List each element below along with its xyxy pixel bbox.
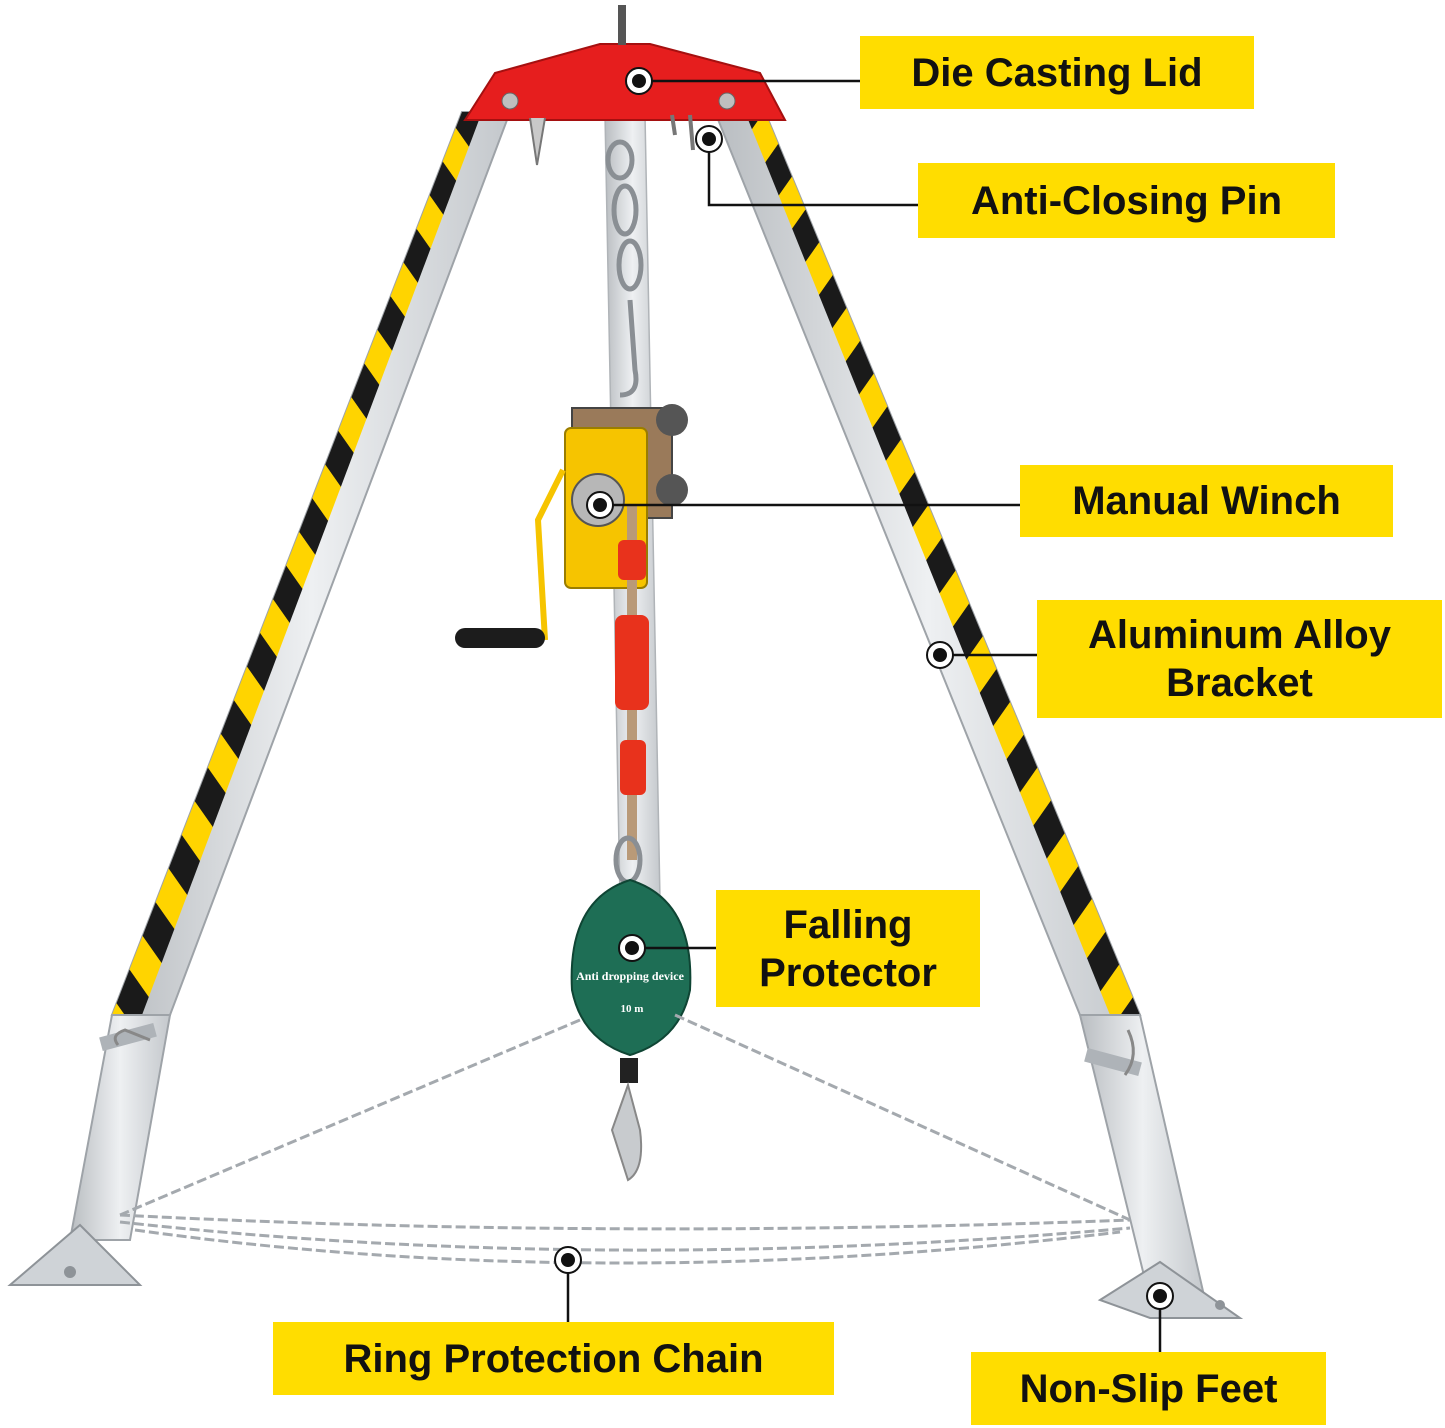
- dot-lid: [625, 67, 653, 95]
- dot-bracket: [926, 641, 954, 669]
- label-manual-winch: Manual Winch: [1020, 465, 1393, 537]
- protector-device-name: Anti dropping device: [576, 969, 684, 983]
- protector-device-length: 10 m: [621, 1003, 644, 1015]
- dot-protector: [618, 934, 646, 962]
- right-leg-clamp: [1084, 1029, 1142, 1077]
- lanyard-strap: [613, 505, 649, 885]
- label-aluminum-alloy-bracket: Aluminum Alloy Bracket: [1037, 600, 1442, 718]
- label-ring-protection-chain-text: Ring Protection Chain: [343, 1336, 764, 1381]
- label-aluminum-alloy-bracket-line2: Bracket: [1166, 661, 1313, 705]
- leader-pin: [707, 139, 918, 207]
- left-leg-clamp: [99, 1022, 157, 1052]
- lid-pins: [529, 114, 695, 166]
- upper-chain-hook: [605, 139, 644, 398]
- dot-feet: [1146, 1282, 1174, 1310]
- ring-protection-chain: [119, 1013, 1131, 1265]
- label-non-slip-feet: Non-Slip Feet: [971, 1352, 1326, 1425]
- die-casting-lid: [463, 5, 787, 121]
- label-anti-closing-pin: Anti-Closing Pin: [918, 163, 1335, 238]
- left-foot: [7, 1223, 143, 1286]
- dot-winch: [586, 491, 614, 519]
- falling-protector: Anti dropping device 10 m: [570, 878, 692, 1182]
- left-leg: [68, 111, 512, 1241]
- label-ring-protection-chain: Ring Protection Chain: [273, 1322, 834, 1395]
- marker-dots: [554, 67, 1174, 1310]
- label-die-casting-lid: Die Casting Lid: [860, 36, 1254, 109]
- label-falling-protector-line1: Falling: [783, 902, 913, 947]
- label-non-slip-feet-text: Non-Slip Feet: [1019, 1366, 1278, 1411]
- label-aluminum-alloy-bracket-line1: Aluminum Alloy: [1088, 613, 1391, 657]
- dot-chain: [554, 1246, 582, 1274]
- right-leg: [713, 111, 1207, 1301]
- label-manual-winch-text: Manual Winch: [1072, 479, 1341, 523]
- label-anti-closing-pin-text: Anti-Closing Pin: [970, 178, 1283, 223]
- dot-pin: [695, 125, 723, 153]
- label-die-casting-lid-text: Die Casting Lid: [911, 50, 1203, 95]
- label-falling-protector: Falling Protector: [716, 890, 980, 1007]
- label-falling-protector-line2: Protector: [759, 950, 937, 995]
